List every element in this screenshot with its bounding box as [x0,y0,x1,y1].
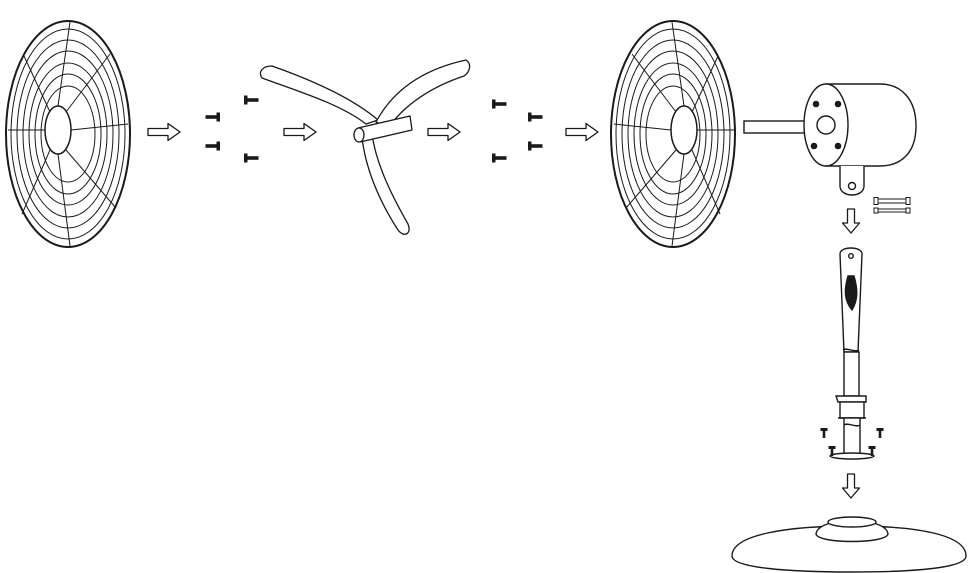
arrow-down-1 [841,208,861,234]
arrow-right-4 [565,122,599,142]
screws-pair-set [205,95,259,163]
screw [876,428,884,438]
screw [528,112,543,122]
screw [205,112,220,122]
screw [528,141,543,151]
screws-pair-set [492,99,543,163]
rear-grill [5,20,131,248]
telescopic-pole-with-screws [829,247,875,460]
round-base [731,516,967,573]
arrow-right-2 [283,122,317,142]
screw [244,153,259,163]
three-blade-propeller [259,59,471,235]
arrow-right-3 [427,122,461,142]
screw [244,95,259,105]
screw [205,141,220,151]
screw [492,99,507,109]
arrow-down-2 [841,473,861,499]
front-grill [610,20,736,248]
motor-housing-with-shaft [743,83,917,196]
pin-and-bolt-set [873,197,911,214]
screw [820,428,828,438]
screw [492,153,507,163]
arrow-right-1 [147,122,181,142]
